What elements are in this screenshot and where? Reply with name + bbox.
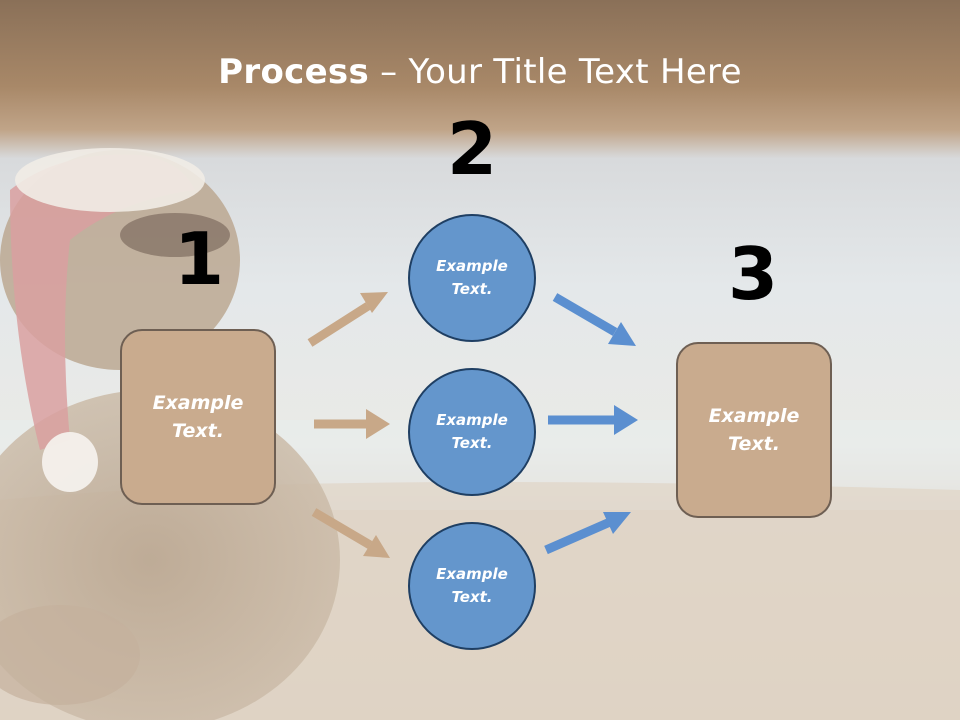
step-2-bottom-text: Example Text. <box>436 564 508 606</box>
step-2-circle-bottom: Example Text. <box>408 522 536 650</box>
step-2-circle-middle: Example Text. <box>408 368 536 496</box>
slide-title: Process – Your Title Text Here <box>0 52 960 92</box>
step-3-box: Example Text. <box>676 342 832 518</box>
step-1-text: Example Text. <box>152 391 244 443</box>
step-3-text: Example Text. <box>708 404 800 456</box>
step-number-3: 3 <box>727 232 779 316</box>
arrow-bottom-to-3 <box>544 512 631 555</box>
arrow-1-to-bottom <box>311 508 390 558</box>
arrow-middle-to-3 <box>548 405 638 435</box>
step-2-top-text: Example Text. <box>436 256 508 298</box>
step-1-box: Example Text. <box>120 329 276 505</box>
arrow-top-to-3 <box>552 293 636 346</box>
arrow-1-to-middle <box>314 409 390 439</box>
title-rest: – Your Title Text Here <box>369 52 742 92</box>
step-number-2: 2 <box>446 107 498 191</box>
step-number-1: 1 <box>173 217 225 301</box>
step-2-circle-top: Example Text. <box>408 214 536 342</box>
arrow-1-to-top <box>307 292 388 347</box>
step-2-middle-text: Example Text. <box>436 410 508 452</box>
title-bold: Process <box>218 52 370 92</box>
